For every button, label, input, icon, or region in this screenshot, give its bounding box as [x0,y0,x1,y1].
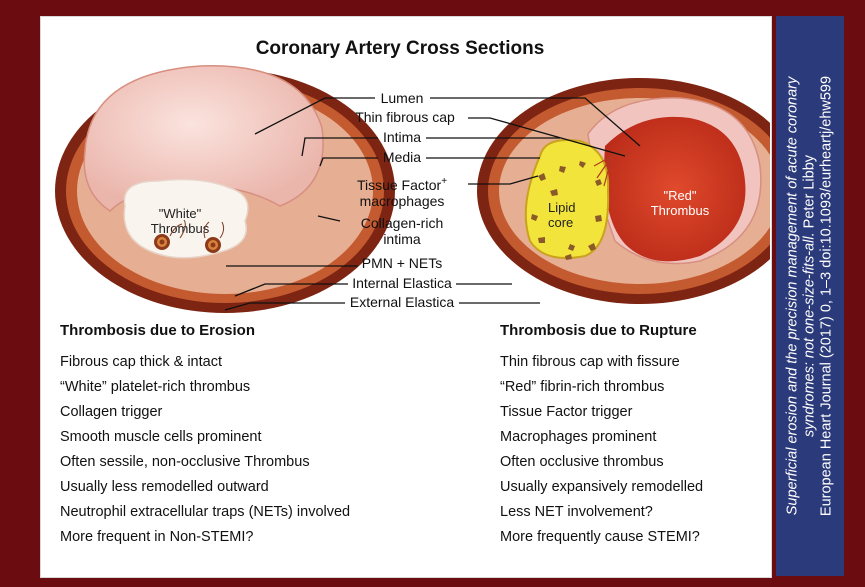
erosion-item: More frequent in Non-STEMI? [60,525,350,550]
rupture-heading: Thrombosis due to Rupture [500,322,697,339]
citation-line-2: syndromes: not one-size-fits-all. Peter … [802,26,819,566]
lipid-core-label-1: Lipid [548,200,575,215]
erosion-item: Neutrophil extracellular traps (NETs) in… [60,500,350,525]
rupture-item: Tissue Factor trigger [500,400,703,425]
red-thrombus-label-1: "Red" [663,188,696,203]
right-artery: Lipid core "Red" Thrombus [477,78,770,304]
rupture-item: Often occlusive thrombus [500,450,703,475]
citation-author: Peter Libby [802,155,818,228]
label-pmn-nets: PMN + NETs [362,255,443,271]
label-external-elastica: External Elastica [350,294,454,310]
citation-line-1: Superficial erosion and the precision ma… [785,26,802,566]
rupture-item: Usually expansively remodelled [500,475,703,500]
erosion-heading: Thrombosis due to Erosion [60,322,255,339]
rupture-item: Less NET involvement? [500,500,703,525]
citation-line-3: European Heart Journal (2017) 0, 1–3 doi… [819,26,836,566]
rupture-item: Thin fibrous cap with fissure [500,350,703,375]
label-intima: Intima [383,129,421,145]
pmn-cell [154,234,170,250]
artery-diagram: Coronary Artery Cross Sections "White" T… [40,16,770,316]
white-thrombus-label-2: Thrombus [151,221,210,236]
erosion-list: Fibrous cap thick & intact “White” plate… [60,350,350,550]
erosion-item: Often sessile, non-occlusive Thrombus [60,450,350,475]
label-thin-fibrous-cap: Thin fibrous cap [355,109,455,125]
citation-sidebar: Superficial erosion and the precision ma… [776,16,844,576]
erosion-item: Fibrous cap thick & intact [60,350,350,375]
white-thrombus-label-1: "White" [159,206,202,221]
label-collagen-intima: intima [383,231,421,247]
rupture-item: More frequently cause STEMI? [500,525,703,550]
label-macrophages: macrophages [360,193,445,209]
erosion-item: Smooth muscle cells prominent [60,425,350,450]
rupture-item: Macrophages prominent [500,425,703,450]
erosion-item: Usually less remodelled outward [60,475,350,500]
label-tissue-factor: Tissue Factor+ [357,176,447,193]
erosion-item: Collagen trigger [60,400,350,425]
diagram-title: Coronary Artery Cross Sections [256,38,545,59]
left-artery: "White" Thrombus [55,66,395,313]
label-lumen: Lumen [381,90,424,106]
rupture-item: “Red” fibrin-rich thrombus [500,375,703,400]
citation-line-2-title: syndromes: not one-size-fits-all. [802,232,818,437]
label-media: Media [383,149,421,165]
erosion-item: “White” platelet-rich thrombus [60,375,350,400]
center-labels: Lumen Thin fibrous cap Intima Media Tiss… [350,90,455,310]
citation-text: Superficial erosion and the precision ma… [785,26,836,566]
rupture-list: Thin fibrous cap with fissure “Red” fibr… [500,350,703,550]
label-internal-elastica: Internal Elastica [352,275,452,291]
red-thrombus-label-2: Thrombus [651,203,710,218]
lipid-core-label-2: core [548,215,573,230]
pmn-cell [205,237,221,253]
label-collagen-rich: Collagen-rich [361,215,443,231]
